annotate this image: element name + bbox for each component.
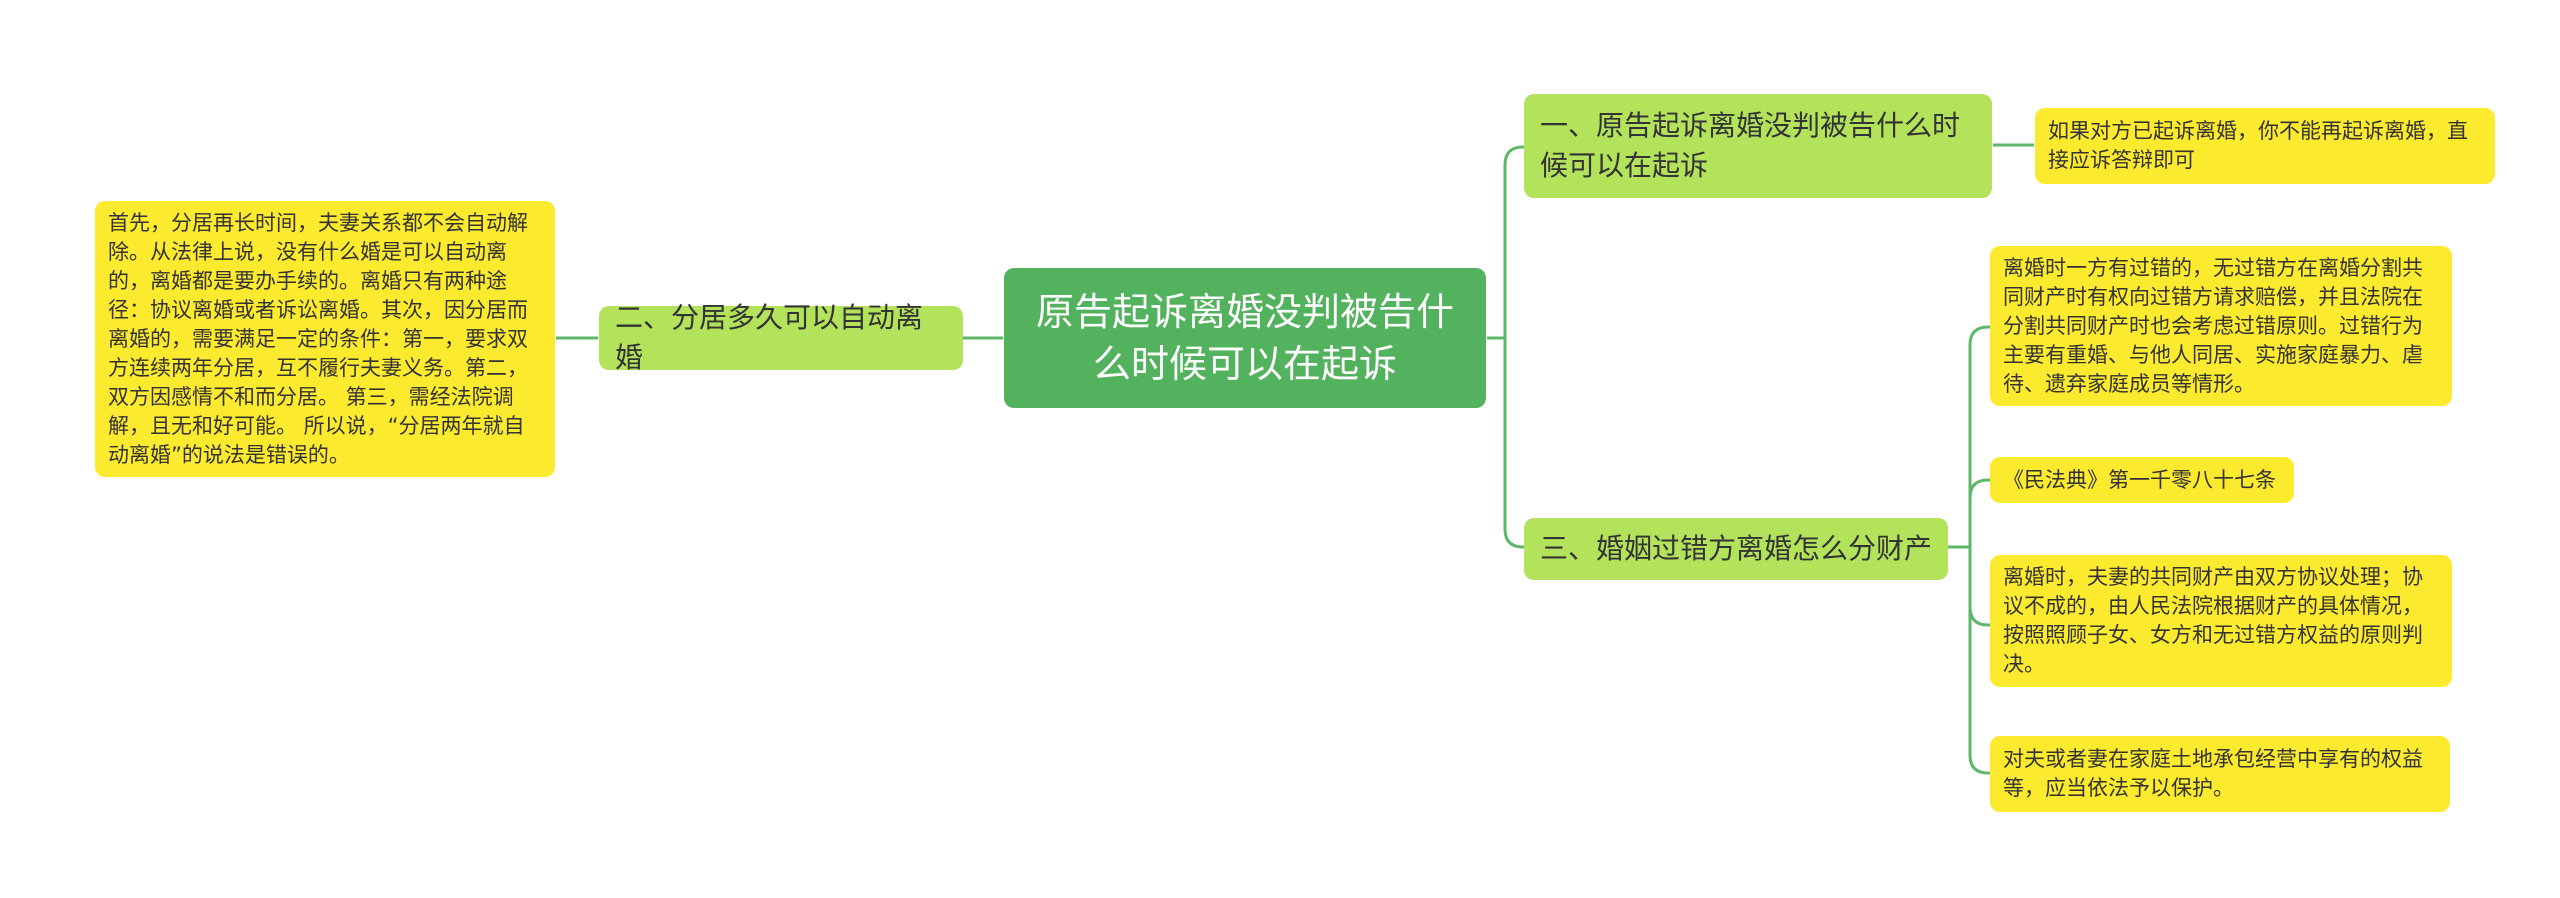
root-node[interactable]: 原告起诉离婚没判被告什么时候可以在起诉 [1004,268,1486,408]
branch-1-leaf-1-text: 如果对方已起诉离婚，你不能再起诉离婚，直接应诉答辩即可 [2048,119,2468,172]
branch-3-leaf-1[interactable]: 离婚时一方有过错的，无过错方在离婚分割共同财产时有权向过错方请求赔偿，并且法院在… [1990,246,2452,406]
branch-3-label: 三、婚姻过错方离婚怎么分财产 [1540,532,1933,565]
branch-3-node[interactable]: 三、婚姻过错方离婚怎么分财产 [1524,518,1948,580]
branch-1-label: 一、原告起诉离婚没判被告什么时候可以在起诉 [1540,109,1961,182]
branch-3-leaf-2-text: 《民法典》第一千零八十七条 [2003,467,2276,492]
branch-2-node[interactable]: 二、分居多久可以自动离婚 [599,301,963,374]
branch-2-label: 二、分居多久可以自动离婚 [615,301,924,374]
branch-3-leaf-3-text: 离婚时，夫妻的共同财产由双方协议处理；协议不成的，由人民法院根据财产的具体情况，… [2003,565,2423,676]
branch-1-node[interactable]: 一、原告起诉离婚没判被告什么时候可以在起诉 [1524,94,1992,198]
branch-2-leaf-1[interactable]: 首先，分居再长时间，夫妻关系都不会自动解除。从法律上说，没有什么婚是可以自动离的… [95,201,555,477]
branch-3-leaf-1-text: 离婚时一方有过错的，无过错方在离婚分割共同财产时有权向过错方请求赔偿，并且法院在… [2003,256,2423,396]
root-label: 原告起诉离婚没判被告什么时候可以在起诉 [1035,290,1454,386]
branch-1-leaf-1[interactable]: 如果对方已起诉离婚，你不能再起诉离婚，直接应诉答辩即可 [2035,108,2495,184]
branch-3-leaf-2[interactable]: 《民法典》第一千零八十七条 [1990,457,2294,503]
connector-branch-3-leaves [1948,325,1990,775]
branch-3-leaf-3[interactable]: 离婚时，夫妻的共同财产由双方协议处理；协议不成的，由人民法院根据财产的具体情况，… [1990,555,2452,687]
branch-2-leaf-1-text: 首先，分居再长时间，夫妻关系都不会自动解除。从法律上说，没有什么婚是可以自动离的… [108,211,528,467]
branch-3-leaf-4[interactable]: 对夫或者妻在家庭土地承包经营中享有的权益等，应当依法予以保护。 [1990,736,2450,812]
connector-root-branches-right [1487,145,1524,549]
branch-3-leaf-4-text: 对夫或者妻在家庭土地承包经营中享有的权益等，应当依法予以保护。 [2003,747,2423,800]
